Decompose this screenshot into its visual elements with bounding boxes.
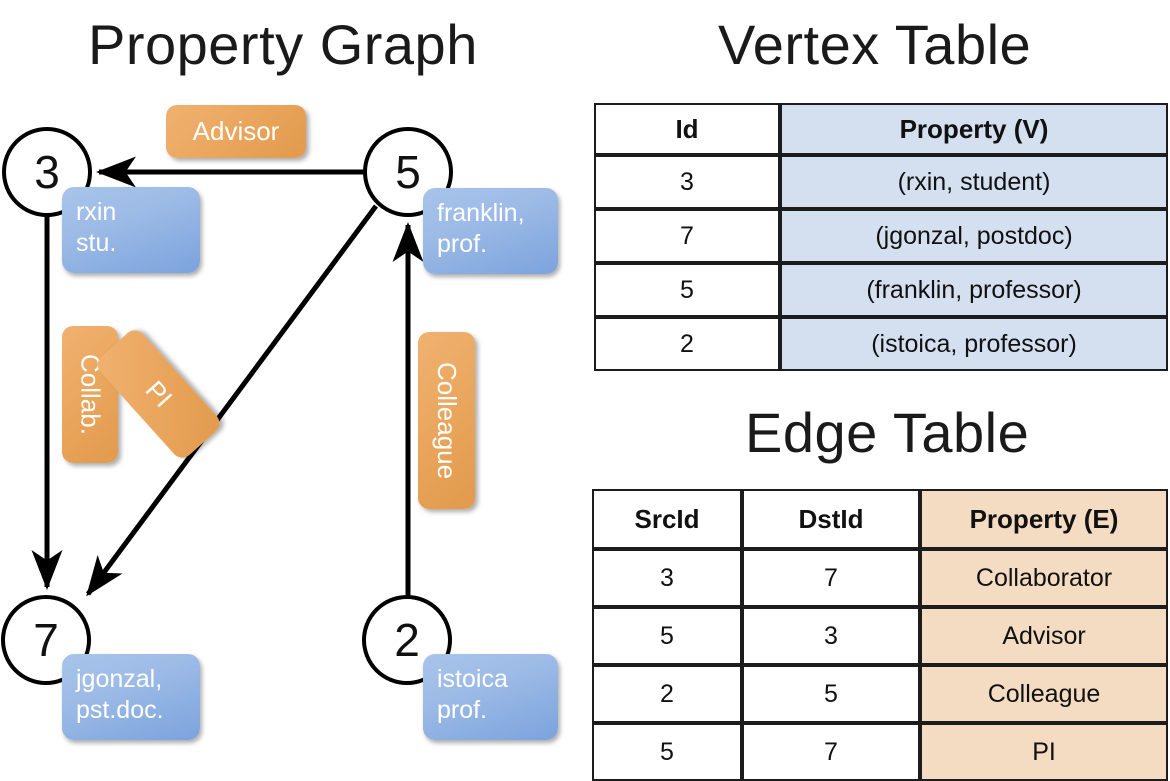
edge-5-to-7 (85, 204, 379, 597)
table-row[interactable]: 7 (jgonzal, postdoc) (594, 209, 1168, 263)
node-5-property-line-2: prof. (437, 229, 488, 258)
edge-table-title: Edge Table (745, 401, 1030, 464)
vertex-table-header-row: Id Property (V) (594, 103, 1168, 155)
node-3-property-box: rxin stu. (62, 187, 200, 273)
edge-table: SrcId DstId Property (E) 3 7 Collaborato… (592, 489, 1168, 781)
edge-label-advisor-text: Advisor (192, 116, 280, 146)
node-2-property-line-2: prof. (437, 695, 488, 724)
vertex-cell-id: 7 (594, 209, 780, 263)
edge-label-colleague-text: Colleague (432, 361, 462, 480)
edge-cell-dstid: 7 (742, 723, 920, 781)
edge-label-advisor: Advisor (166, 105, 306, 158)
table-row[interactable]: 3 (rxin, student) (594, 155, 1168, 209)
vertex-cell-property: (jgonzal, postdoc) (780, 209, 1168, 263)
graph-node-2[interactable]: 2 (362, 595, 452, 685)
node-7-property-line-2: pst.doc. (76, 695, 164, 724)
table-row[interactable]: 3 7 Collaborator (592, 549, 1168, 607)
edge-cell-property: PI (920, 723, 1168, 781)
edge-cell-property: Collaborator (920, 549, 1168, 607)
node-3-property-line-2: stu. (76, 228, 117, 257)
edge-cell-property: Advisor (920, 607, 1168, 665)
edge-label-colleague: Colleague (418, 332, 475, 509)
node-3-property-line-1: rxin (76, 198, 117, 226)
edge-cell-dstid: 7 (742, 549, 920, 607)
edge-cell-dstid: 3 (742, 607, 920, 665)
vertex-cell-id: 5 (594, 263, 780, 317)
node-7-property-line-1: jgonzal, (76, 665, 163, 693)
property-graph-panel: Property Graph 3 5 7 2 (0, 0, 585, 760)
edge-cell-srcid: 2 (592, 665, 742, 723)
table-row[interactable]: 5 3 Advisor (592, 607, 1168, 665)
edge-cell-srcid: 3 (592, 549, 742, 607)
table-row[interactable]: 5 (franklin, professor) (594, 263, 1168, 317)
property-graph-title: Property Graph (88, 13, 478, 76)
table-row[interactable]: 2 (istoica, professor) (594, 317, 1168, 371)
node-5-property-box: franklin, prof. (423, 188, 558, 274)
vertex-table-title: Vertex Table (718, 13, 1032, 76)
edge-label-pi-text: PI (139, 374, 179, 413)
graph-edges-svg (31, 156, 424, 597)
node-5-id: 5 (395, 146, 421, 198)
vertex-cell-id: 3 (594, 155, 780, 209)
edge-cell-dstid: 5 (742, 665, 920, 723)
edge-cell-property: Colleague (920, 665, 1168, 723)
edge-table-header-row: SrcId DstId Property (E) (592, 489, 1168, 549)
node-5-property-line-1: franklin, (437, 199, 525, 227)
table-row[interactable]: 5 7 PI (592, 723, 1168, 781)
edge-label-collab: Collab. (62, 326, 118, 463)
node-2-id: 2 (394, 614, 420, 666)
edge-header-dstid: DstId (742, 489, 920, 549)
graph-node-5[interactable]: 5 (363, 127, 453, 217)
vertex-cell-property: (istoica, professor) (780, 317, 1168, 371)
node-2-property-line-1: istoica (437, 665, 508, 693)
vertex-header-property: Property (V) (780, 103, 1168, 155)
edge-cell-srcid: 5 (592, 723, 742, 781)
vertex-cell-property: (rxin, student) (780, 155, 1168, 209)
vertex-header-id: Id (594, 103, 780, 155)
node-2-property-box: istoica prof. (423, 654, 558, 740)
edge-header-srcid: SrcId (592, 489, 742, 549)
vertex-table: Id Property (V) 3 (rxin, student) 7 (jgo… (594, 103, 1168, 371)
node-7-property-box: jgonzal, pst.doc. (62, 654, 200, 740)
edge-cell-srcid: 5 (592, 607, 742, 665)
node-3-id: 3 (34, 146, 60, 198)
node-7-id: 7 (33, 614, 59, 666)
vertex-cell-property: (franklin, professor) (780, 263, 1168, 317)
edge-header-property: Property (E) (920, 489, 1168, 549)
table-row[interactable]: 2 5 Colleague (592, 665, 1168, 723)
vertex-cell-id: 2 (594, 317, 780, 371)
